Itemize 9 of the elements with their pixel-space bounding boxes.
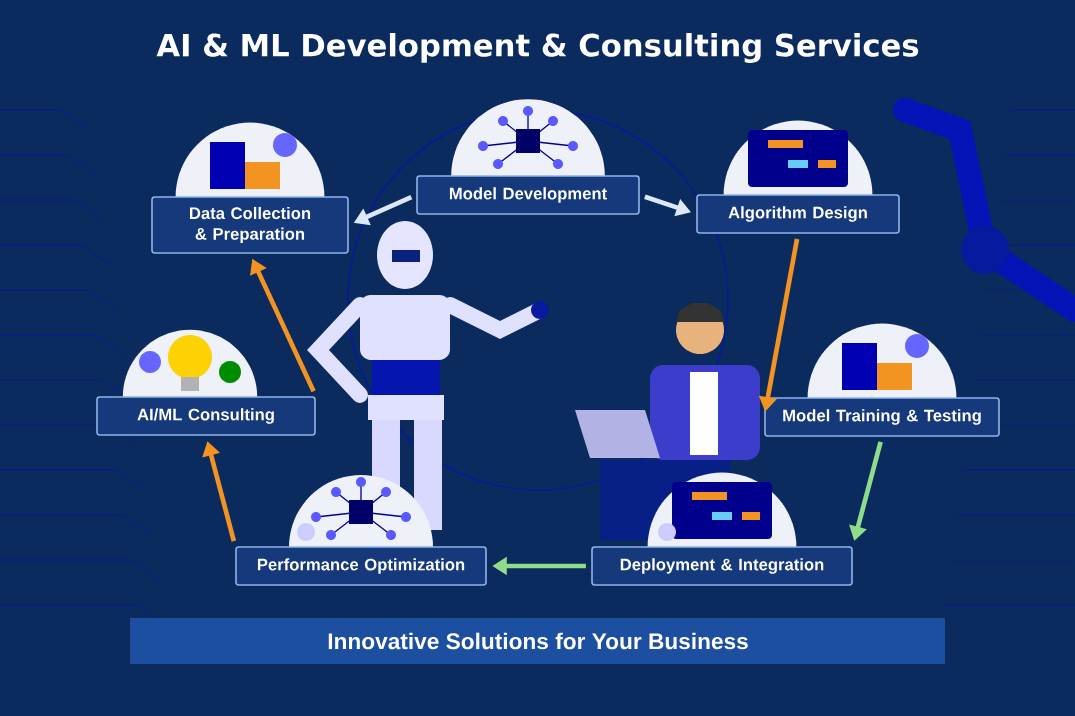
label-box: Performance Optimization [235, 546, 487, 586]
label-box: Model Training & Testing [764, 397, 1000, 437]
title: AI & ML Development & Consulting Services [156, 33, 919, 63]
label-box: Data Collection & Preparation [151, 196, 349, 254]
label-box: Deployment & Integration [591, 546, 853, 586]
label-box: Algorithm Design [696, 194, 900, 234]
caption-band: Innovative Solutions for Your Business [130, 618, 945, 664]
label-box: Model Development [416, 175, 640, 215]
label-box: AI/ML Consulting [96, 396, 316, 436]
